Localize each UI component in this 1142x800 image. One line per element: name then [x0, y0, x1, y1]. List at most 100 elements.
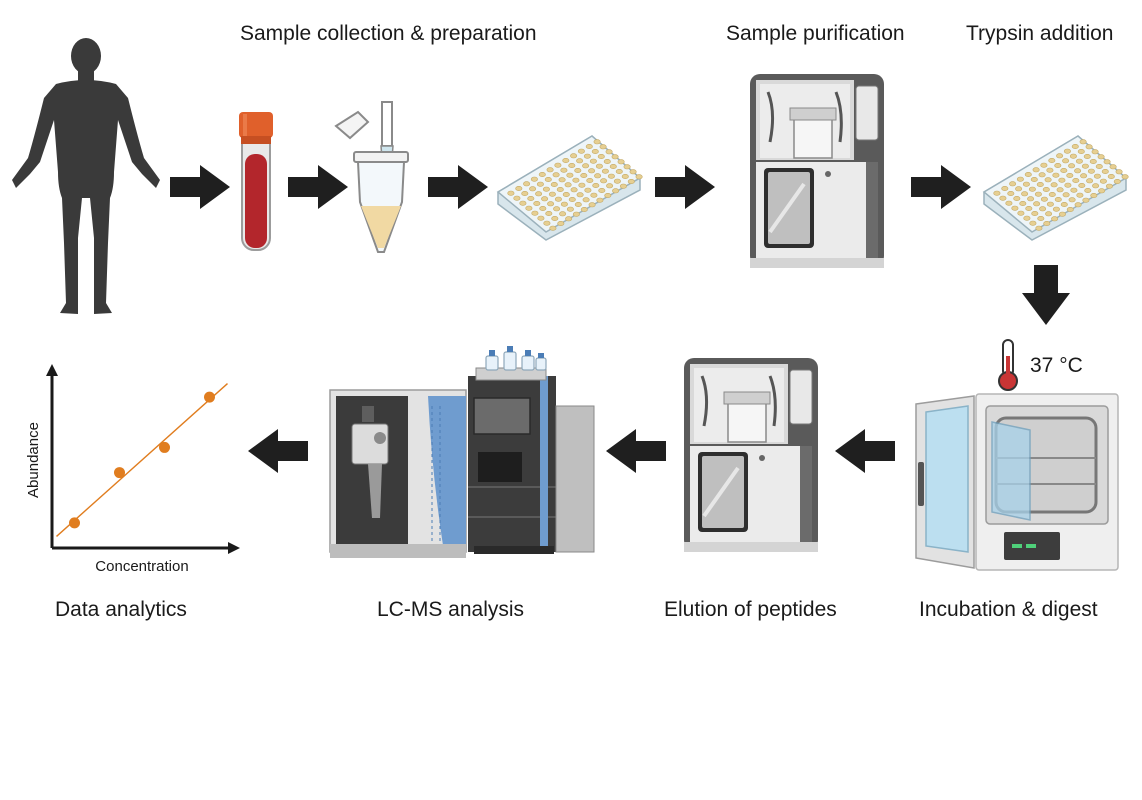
plate-well	[572, 211, 580, 217]
plate-well	[574, 167, 582, 173]
plate-well	[593, 139, 601, 145]
plate-well	[543, 220, 551, 226]
elution-instrument-icon	[684, 358, 818, 552]
plate-well	[605, 149, 613, 155]
plate-well	[1019, 201, 1027, 207]
human-silhouette-icon	[12, 38, 160, 314]
plate-well	[530, 176, 538, 182]
plate-well	[629, 169, 637, 175]
plate-well	[550, 181, 558, 187]
plate-well	[1107, 173, 1115, 179]
plate-well	[560, 167, 568, 173]
plate-well	[1001, 185, 1009, 191]
step-label-sample-purification: Sample purification	[726, 22, 905, 45]
arrow-right-icon	[428, 165, 488, 209]
plate-well	[1013, 195, 1021, 201]
plate-well	[1009, 181, 1017, 187]
plate-well	[582, 163, 590, 169]
trend-line	[56, 383, 228, 537]
plate-well	[1042, 186, 1050, 192]
thermometer-icon	[998, 339, 1018, 391]
plate-well	[507, 190, 515, 196]
plate-well	[533, 201, 541, 207]
plate-well	[536, 181, 544, 187]
plate-well	[1072, 177, 1080, 183]
plate-well	[1040, 196, 1048, 202]
plate-well	[1051, 216, 1059, 222]
plate-well	[1062, 158, 1070, 164]
plate-well	[544, 176, 552, 182]
plate-well	[538, 171, 546, 177]
data-point	[204, 391, 215, 403]
plate-well	[548, 191, 556, 197]
plate-well	[595, 163, 603, 169]
arrow-right-icon	[170, 165, 230, 209]
arrow-left-icon	[248, 429, 308, 473]
plate-well	[580, 172, 588, 178]
plate-well	[519, 200, 527, 206]
plate-well	[1048, 157, 1056, 163]
plate-well	[578, 182, 586, 188]
plate-well	[1068, 163, 1076, 169]
plate-well	[1054, 162, 1062, 168]
plate-well	[1036, 181, 1044, 187]
plate-well	[591, 149, 599, 155]
plate-well	[588, 168, 596, 174]
plate-well	[1045, 211, 1053, 217]
plate-well	[1105, 183, 1113, 189]
plate-well	[1039, 206, 1047, 212]
plate-well	[577, 148, 585, 154]
plate-well	[515, 185, 523, 191]
plate-well	[589, 158, 597, 164]
plate-well	[1017, 210, 1025, 216]
plate-well	[601, 168, 609, 174]
plate-well	[588, 202, 596, 208]
plate-well	[1121, 174, 1129, 180]
plate-well	[621, 173, 629, 179]
plate-well	[599, 144, 607, 150]
x-axis-arrowhead	[228, 542, 240, 554]
plate-well	[570, 153, 578, 159]
plate-well	[558, 177, 566, 183]
incubator-icon	[915, 393, 1119, 571]
plate-well	[545, 211, 553, 217]
plate-well	[554, 196, 562, 202]
plate-well	[566, 172, 574, 178]
arrow-left-icon	[606, 429, 666, 473]
plate-well	[1011, 205, 1019, 211]
plate-well	[535, 191, 543, 197]
plate-well	[603, 158, 611, 164]
plate-well	[564, 182, 572, 188]
plate-well	[617, 159, 625, 165]
plate-well	[576, 158, 584, 164]
plate-well	[1063, 148, 1071, 154]
plate-well	[993, 190, 1001, 196]
arrow-right-icon	[655, 165, 715, 209]
plate-well	[553, 206, 561, 212]
plate-well	[1029, 220, 1037, 226]
plate-well	[592, 182, 600, 188]
plate-well	[1056, 153, 1064, 159]
step-label-sample-collection: Sample collection & preparation	[240, 22, 537, 45]
plate-well	[1068, 197, 1076, 203]
data-point	[159, 441, 170, 453]
plate-well	[590, 192, 598, 198]
plate-well	[1035, 225, 1043, 231]
plate-well	[1079, 139, 1087, 145]
temperature-label: 37 °C	[1030, 354, 1083, 377]
plate-well	[609, 163, 617, 169]
plate-well	[1066, 207, 1074, 213]
plate-well	[554, 162, 562, 168]
plate-well	[562, 191, 570, 197]
plate-well	[1095, 163, 1103, 169]
plate-well	[560, 201, 568, 207]
lcms-instrument-icon	[329, 346, 595, 558]
plate-well	[627, 178, 635, 184]
step-label-elution-peptides: Elution of peptides	[664, 598, 837, 621]
plate-well	[566, 206, 574, 212]
plate-well	[1076, 192, 1084, 198]
plate-well	[551, 216, 559, 222]
plate-well	[1054, 196, 1062, 202]
plate-well	[594, 173, 602, 179]
plate-well	[1015, 186, 1023, 192]
